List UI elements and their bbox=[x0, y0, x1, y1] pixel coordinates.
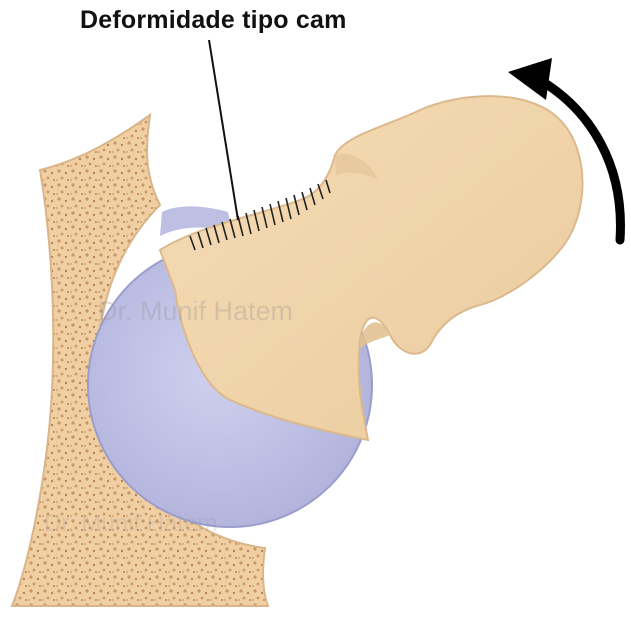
watermark-text: Dr. Munif Hatem bbox=[44, 510, 217, 538]
watermark-text: Dr. Munif Hatem bbox=[98, 296, 293, 327]
cam-deformity-label: Deformidade tipo cam bbox=[80, 6, 347, 35]
callout-leader-line bbox=[209, 40, 238, 220]
